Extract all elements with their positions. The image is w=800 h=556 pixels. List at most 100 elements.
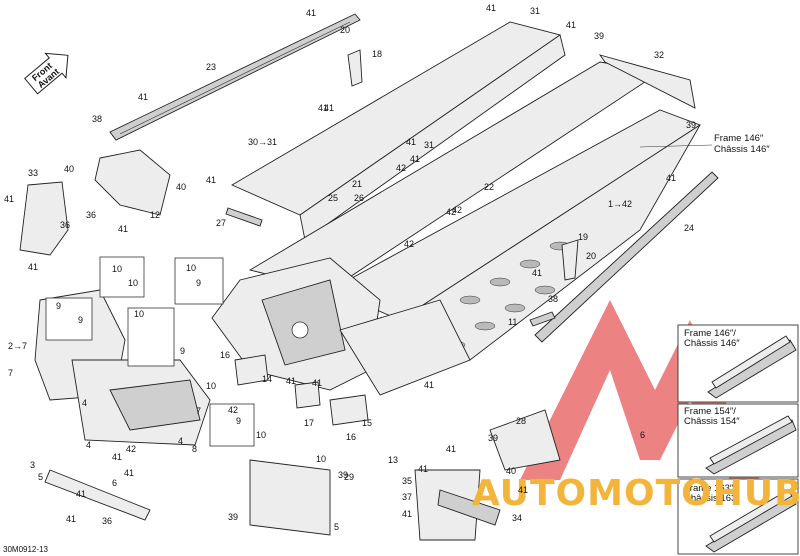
callout-10: 12	[150, 210, 160, 220]
callout-59: 17	[304, 418, 314, 428]
inset-163-line1: Frame 163″/	[684, 483, 736, 494]
callout-84: 39	[488, 433, 498, 443]
callout-24: 31	[424, 140, 434, 150]
callout-7: 33	[28, 168, 38, 178]
callout-45: 10	[186, 263, 196, 273]
callout-83: 28	[516, 416, 526, 426]
callout-41: 20	[586, 251, 596, 261]
callout-53: 7	[8, 368, 13, 378]
callout-37: 39	[686, 120, 696, 130]
callout-36: 1→42	[608, 199, 632, 209]
callout-43: 38	[548, 294, 558, 304]
callout-55: 10	[206, 381, 216, 391]
callout-20: 32	[654, 50, 664, 60]
rail-23	[109, 13, 361, 141]
callout-63: 41	[424, 380, 434, 390]
callout-86: 13	[388, 455, 398, 465]
callout-65: 4	[86, 440, 91, 450]
brace-12	[94, 149, 171, 216]
kit-box-9-10-large	[127, 307, 175, 367]
inset-146-line2: Châssis 146″	[684, 338, 740, 349]
inset-panel-154	[677, 403, 799, 478]
kit-box-10-9	[45, 297, 93, 341]
callout-72: 41	[124, 468, 134, 478]
callout-46: 9	[196, 278, 201, 288]
callout-26: 41	[206, 175, 216, 185]
rear-bumper-assembly	[414, 409, 561, 541]
callout-60: 41	[312, 378, 322, 388]
callout-23: 30→31	[248, 137, 277, 147]
callout-34: 42	[446, 207, 456, 217]
drawing-code: 30M0912-13	[3, 545, 48, 554]
inset-panels: Frame 146″/ Châssis 146″ Frame 154″/ Châ…	[677, 324, 799, 555]
callout-74: 7	[196, 406, 201, 416]
callout-17: 31	[530, 6, 540, 16]
watermark-text: AUTOMOTOHUB	[472, 473, 800, 514]
callout-38: 41	[666, 173, 676, 183]
callout-12: 41	[118, 224, 128, 234]
kit-box-11-10	[174, 257, 224, 305]
callout-92: 41	[446, 444, 456, 454]
bracket-18	[347, 49, 363, 87]
callout-35: 42	[404, 239, 414, 249]
callout-93: 34	[512, 513, 522, 523]
callout-68: 5	[38, 472, 43, 482]
skid-plate-8	[44, 469, 151, 521]
cooler-28	[249, 459, 331, 536]
callout-31: 27	[216, 218, 226, 228]
inset-154-line2: Châssis 154″	[684, 416, 740, 427]
callout-11: 40	[176, 182, 186, 192]
callout-18: 41	[566, 20, 576, 30]
inset-panel-163	[677, 478, 799, 555]
callout-85: 40	[506, 466, 516, 476]
callout-66: 4	[178, 436, 183, 446]
front-arrow: Front Avant	[24, 52, 69, 95]
callout-13: 36	[60, 220, 70, 230]
callout-5: 38	[92, 114, 102, 124]
callout-76: 9	[236, 416, 241, 426]
callout-15: 41	[28, 262, 38, 272]
callout-96: 41	[66, 514, 76, 524]
bar-27	[225, 207, 263, 227]
callout-28: 42	[396, 163, 406, 173]
callout-52: 2→7	[8, 341, 27, 351]
callout-21: 41	[324, 103, 334, 113]
callout-64: 4	[82, 398, 87, 408]
callout-39: 24	[684, 223, 694, 233]
callout-48: 10	[128, 278, 138, 288]
callout-14: 41	[4, 194, 14, 204]
callout-87: 41	[418, 464, 428, 474]
callout-95: 36	[102, 516, 112, 526]
callout-67: 3	[30, 460, 35, 470]
callout-91: 41	[518, 485, 528, 495]
callout-8: 40	[64, 164, 74, 174]
callout-22: 41	[406, 137, 416, 147]
callout-19: 39	[594, 31, 604, 41]
bracket-32	[598, 54, 696, 109]
callout-69: 6	[112, 478, 117, 488]
callout-33: 22	[484, 182, 494, 192]
callout-32: 42	[452, 205, 462, 215]
callout-6: 41	[318, 103, 328, 113]
callout-79: 39	[338, 470, 348, 480]
callout-89: 37	[402, 492, 412, 502]
callout-49: 9	[56, 301, 61, 311]
callout-70: 8	[192, 444, 197, 454]
plate-14	[234, 354, 269, 386]
callout-50: 9	[78, 315, 83, 325]
callout-4: 41	[138, 92, 148, 102]
callout-30: 26	[354, 193, 364, 203]
callout-73: 41	[112, 452, 122, 462]
callout-57: 14	[262, 374, 272, 384]
callout-3: 23	[206, 62, 216, 72]
callout-90: 41	[402, 509, 412, 519]
bar-38	[529, 311, 556, 327]
callout-82: 39	[228, 512, 238, 522]
callout-47: 10	[112, 264, 122, 274]
callout-88: 35	[402, 476, 412, 486]
callout-97: 6	[640, 430, 645, 440]
callout-25: 41	[410, 154, 420, 164]
callout-40: 19	[578, 232, 588, 242]
